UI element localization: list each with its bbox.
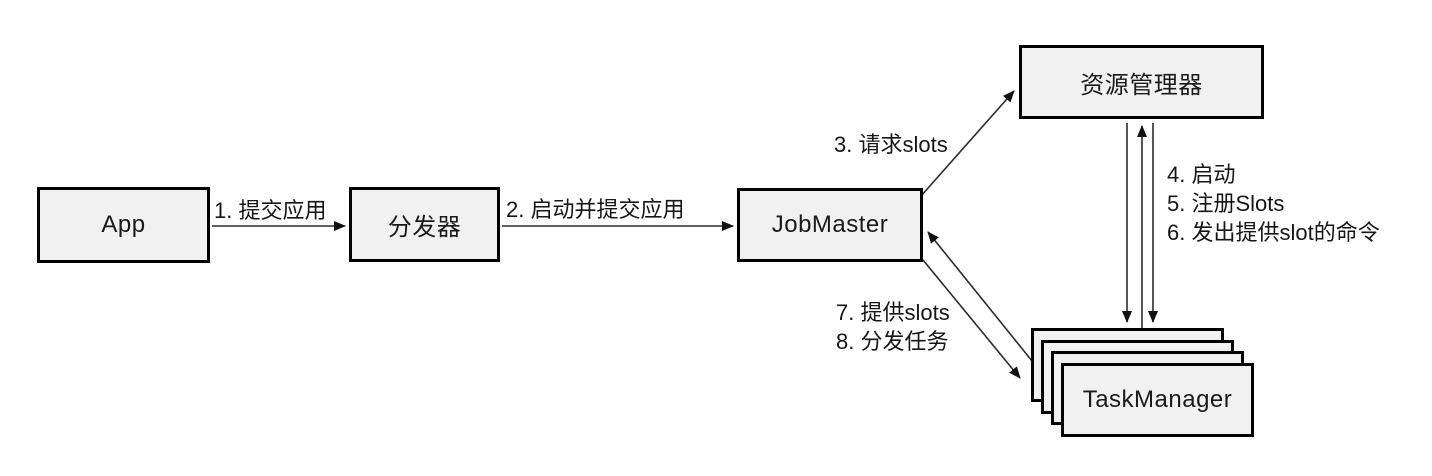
edge-label-group-rm-tm: 4. 启动 5. 注册Slots 6. 发出提供slot的命令	[1167, 160, 1380, 247]
node-taskmanager-label: TaskManager	[1082, 386, 1233, 413]
node-dispatcher: 分发器	[349, 187, 500, 262]
node-taskmanager: TaskManager	[1061, 363, 1254, 437]
node-app-label: App	[101, 211, 146, 238]
node-resource-manager: 资源管理器	[1019, 45, 1264, 119]
edge-label-group-jm-tm: 7. 提供slots 8. 分发任务	[836, 298, 950, 356]
edge-label-offer-slot-command: 6. 发出提供slot的命令	[1167, 220, 1380, 245]
edge-label-dispatch-tasks: 8. 分发任务	[836, 329, 949, 354]
edge-request-slots-line	[920, 90, 1015, 197]
edge-offer-slots-line	[927, 231, 1033, 362]
edge-label-request-slots: 3. 请求slots	[834, 132, 948, 157]
node-jobmaster-label: JobMaster	[771, 211, 889, 238]
edge-label-submit-app: 1. 提交应用	[214, 198, 327, 223]
edge-label-start-taskmanager: 4. 启动	[1167, 162, 1236, 187]
node-dispatcher-label: 分发器	[387, 214, 462, 241]
edge-dispatch-tasks-line	[922, 259, 1021, 379]
edge-label-register-slots: 5. 注册Slots	[1167, 191, 1285, 216]
node-app: App	[37, 187, 210, 263]
edge-label-start-and-submit-app: 2. 启动并提交应用	[506, 197, 685, 222]
edge-label-offer-slots: 7. 提供slots	[836, 300, 950, 325]
node-resource-manager-label: 资源管理器	[1080, 71, 1203, 99]
node-jobmaster: JobMaster	[737, 188, 923, 262]
